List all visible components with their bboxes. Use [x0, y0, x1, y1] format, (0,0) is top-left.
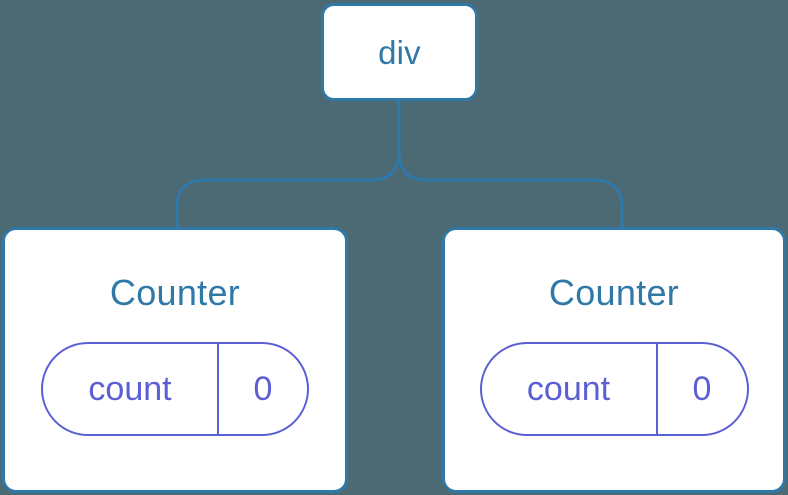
node-counter-left[interactable]: Counter count 0	[2, 227, 348, 493]
state-badge-right-value: 0	[692, 369, 712, 408]
node-counter-right-label: Counter	[548, 272, 680, 313]
node-root-div[interactable]: div	[321, 3, 478, 101]
node-root-label: div	[378, 33, 421, 71]
node-counter-left-label: Counter	[109, 272, 241, 313]
state-badge-left-key: count	[43, 344, 219, 434]
state-badge-right-key: count	[482, 344, 658, 434]
state-badge-left[interactable]: count 0	[41, 342, 309, 436]
connector-branch-left	[175, 151, 401, 227]
state-badge-right[interactable]: count 0	[479, 342, 749, 436]
connector-branch-right	[397, 151, 624, 227]
node-counter-right[interactable]: Counter count 0	[442, 227, 786, 493]
state-badge-left-value: 0	[253, 369, 273, 408]
